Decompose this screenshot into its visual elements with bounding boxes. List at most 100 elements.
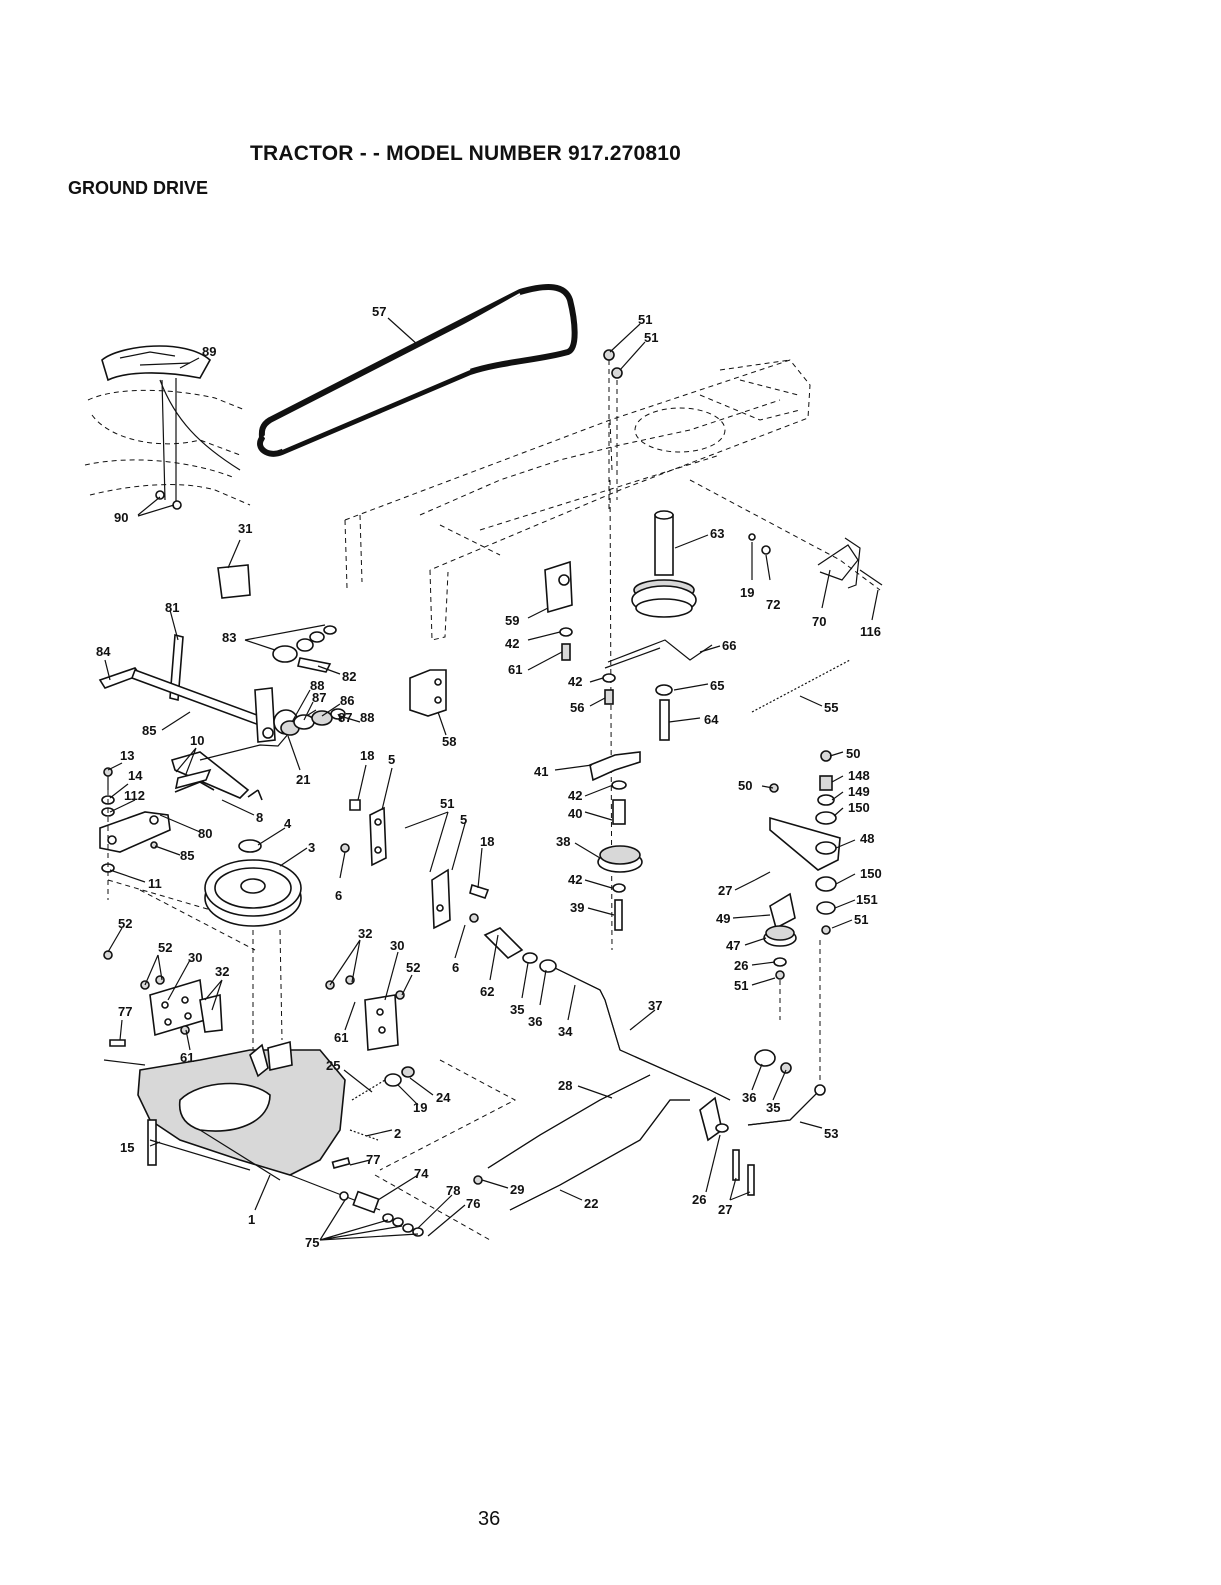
callout-57: 57 — [372, 304, 386, 319]
callout-90: 90 — [114, 510, 128, 525]
callout-84: 84 — [96, 644, 111, 659]
callout-87: 87 — [338, 710, 352, 725]
callout-35: 35 — [510, 1002, 524, 1017]
tractor-frame — [344, 359, 881, 641]
callout-42: 42 — [505, 636, 519, 651]
callout-51: 51 — [644, 330, 658, 345]
callout-51: 51 — [854, 912, 868, 927]
callout-112: 112 — [124, 788, 145, 803]
callout-52: 52 — [406, 960, 420, 975]
callout-5: 5 — [460, 812, 467, 827]
callout-22: 22 — [584, 1196, 598, 1211]
callout-61: 61 — [180, 1050, 194, 1065]
callout-61: 61 — [334, 1030, 348, 1045]
callout-21: 21 — [296, 772, 310, 787]
callout-89: 89 — [202, 344, 216, 359]
callout-148: 148 — [848, 768, 870, 783]
callout-51: 51 — [638, 312, 652, 327]
callout-14: 14 — [128, 768, 143, 783]
idler-spindle — [609, 479, 697, 951]
callout-62: 62 — [480, 984, 494, 999]
callout-63: 63 — [710, 526, 724, 541]
plate-31 — [217, 564, 251, 599]
callout-8: 8 — [256, 810, 263, 825]
callout-labels: 57 51 51 89 90 31 63 19 72 70 116 81 83 … — [96, 304, 882, 1250]
callout-87: 87 — [312, 690, 326, 705]
callout-10: 10 — [190, 733, 204, 748]
callout-56: 56 — [570, 700, 584, 715]
callout-29: 29 — [510, 1182, 524, 1197]
callout-53: 53 — [824, 1126, 838, 1141]
callout-35: 35 — [766, 1100, 780, 1115]
callout-150: 150 — [860, 866, 882, 881]
callout-48: 48 — [860, 831, 874, 846]
fender-outline — [84, 345, 251, 510]
callout-34: 34 — [558, 1024, 573, 1039]
callout-39: 39 — [570, 900, 584, 915]
callout-50: 50 — [846, 746, 860, 761]
callout-2: 2 — [394, 1126, 401, 1141]
callout-86: 86 — [340, 693, 354, 708]
callout-40: 40 — [568, 806, 582, 821]
callout-26: 26 — [734, 958, 748, 973]
callout-4: 4 — [284, 816, 292, 831]
spring-55 — [751, 659, 851, 713]
callout-65: 65 — [710, 678, 724, 693]
shift-rod — [483, 927, 731, 1101]
callout-27: 27 — [718, 1202, 732, 1217]
callout-77: 77 — [118, 1004, 132, 1019]
callout-47: 47 — [726, 938, 740, 953]
page-title: TRACTOR - - MODEL NUMBER 917.270810 — [250, 142, 681, 165]
control-rods — [473, 1074, 690, 1211]
callout-58: 58 — [442, 734, 456, 749]
center-idler-stack — [544, 560, 713, 931]
callout-64: 64 — [704, 712, 719, 727]
callout-150: 150 — [848, 800, 870, 815]
section-title: GROUND DRIVE — [68, 178, 209, 198]
callout-51: 51 — [734, 978, 748, 993]
rod-53 — [699, 1049, 826, 1196]
callout-116: 116 — [860, 624, 881, 639]
callout-30: 30 — [188, 950, 202, 965]
page-number: 36 — [478, 1508, 501, 1530]
callout-36: 36 — [528, 1014, 542, 1029]
callout-18: 18 — [480, 834, 494, 849]
callout-36: 36 — [742, 1090, 756, 1105]
drive-belt — [257, 284, 578, 457]
callout-25: 25 — [326, 1058, 340, 1073]
callout-85: 85 — [142, 723, 156, 738]
callout-149: 149 — [848, 784, 870, 799]
callout-52: 52 — [158, 940, 172, 955]
leader-lines — [104, 317, 879, 1241]
clutch-springs — [331, 1066, 415, 1169]
callout-32: 32 — [215, 964, 229, 979]
callout-41: 41 — [534, 764, 548, 779]
bracket-58 — [409, 669, 447, 717]
callout-52: 52 — [118, 916, 132, 931]
callout-1: 1 — [248, 1212, 255, 1227]
callout-26: 26 — [692, 1192, 706, 1207]
spring-70 — [817, 537, 883, 589]
callout-81: 81 — [165, 600, 179, 615]
callout-78: 78 — [446, 1183, 460, 1198]
callout-88: 88 — [360, 710, 374, 725]
callout-49: 49 — [716, 911, 730, 926]
callout-75: 75 — [305, 1235, 319, 1250]
axle-hardware — [339, 1059, 517, 1241]
callout-55: 55 — [824, 700, 838, 715]
top-hardware — [603, 349, 771, 555]
callout-31: 31 — [238, 521, 252, 536]
callout-59: 59 — [505, 613, 519, 628]
callout-38: 38 — [556, 834, 570, 849]
callout-80: 80 — [198, 826, 212, 841]
callout-18: 18 — [360, 748, 374, 763]
callout-50: 50 — [738, 778, 752, 793]
callout-70: 70 — [812, 614, 826, 629]
callout-13: 13 — [120, 748, 134, 763]
mounting-brackets — [103, 950, 405, 1051]
callout-85: 85 — [180, 848, 194, 863]
callout-27: 27 — [718, 883, 732, 898]
callout-83: 83 — [222, 630, 236, 645]
callout-74: 74 — [414, 1166, 429, 1181]
callout-6: 6 — [335, 888, 342, 903]
